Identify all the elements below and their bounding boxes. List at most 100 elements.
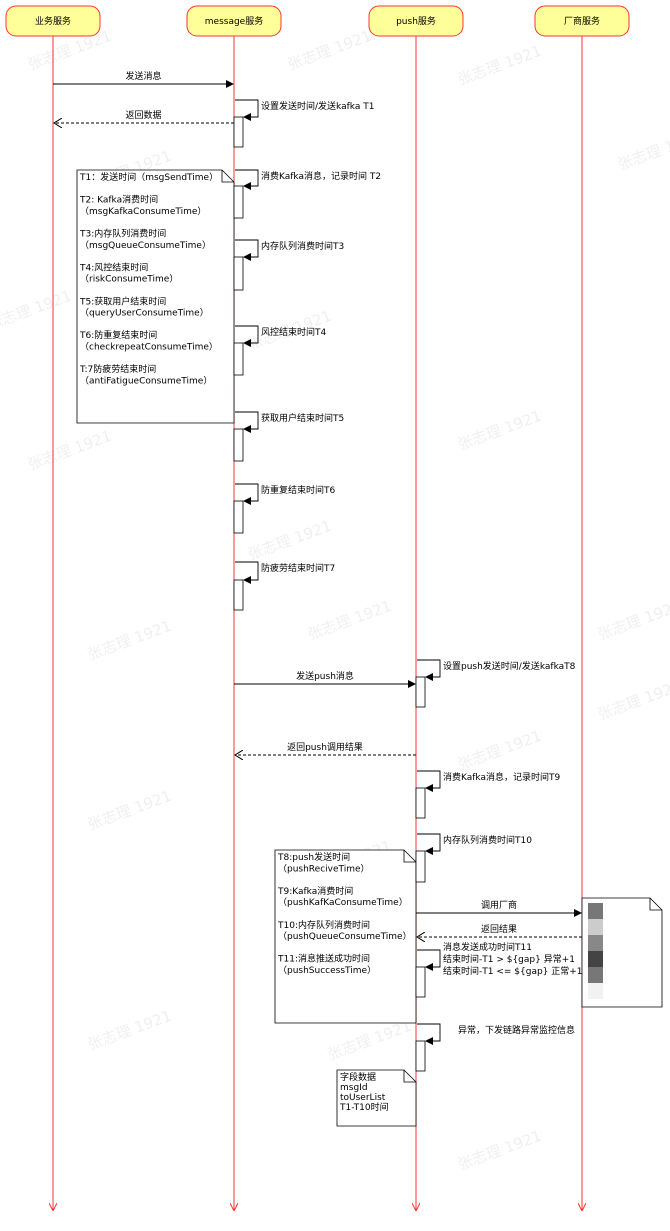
note-line: T3:内存队列消费时间 <box>79 228 166 240</box>
note-message-times <box>76 169 235 424</box>
activation-bar <box>415 787 426 819</box>
participant-label: 厂商服务 <box>564 15 600 27</box>
pixelated-image-block <box>588 983 603 999</box>
note-line: T2: Kafka消费时间 <box>79 194 158 206</box>
note-fold <box>649 898 662 911</box>
watermark-text: 张志理 1921 <box>85 787 174 834</box>
note-line: （pushQueueConsumeTime） <box>278 931 412 942</box>
pixelated-image-block <box>588 967 603 983</box>
watermark-text: 张志理 1921 <box>85 1007 174 1054</box>
participant-box <box>186 5 282 37</box>
note-line: T6:防重复结束时间 <box>79 329 157 341</box>
note-line: （riskConsumeTime） <box>80 274 178 285</box>
activation-bar <box>415 966 426 998</box>
watermark-text: 张志理 1921 <box>595 597 670 644</box>
message-label: 设置发送时间/发送kafka T1 <box>261 100 374 112</box>
note-line: （queryUserConsumeTime） <box>80 308 209 319</box>
pixelated-image-block <box>588 935 603 951</box>
self-message-arrow <box>417 949 441 971</box>
message-label: 消费Kafka消息，记录时间T9 <box>443 771 560 783</box>
message-label: 返回数据 <box>125 109 161 121</box>
self-message-arrow <box>417 833 441 855</box>
activation-bar <box>233 579 244 611</box>
watermark-text: 张志理 1921 <box>85 617 174 664</box>
pixelated-image-block <box>588 951 603 967</box>
message-label: 异常，下发链路异常监控信息 <box>458 1024 575 1036</box>
note-line: T:7防疲劳结束时间 <box>79 363 156 375</box>
message-label: 内存队列消费时间T10 <box>443 834 532 846</box>
note-line: toUserList <box>340 1093 386 1103</box>
self-message-arrow <box>235 483 259 505</box>
activation-bar <box>415 850 426 883</box>
self-message-arrow <box>235 239 259 261</box>
activation-bar <box>233 185 244 219</box>
note-line: T8:push发送时间 <box>277 851 350 863</box>
watermark-text: 张志理 1921 <box>615 127 670 174</box>
watermark-text: 张志理 1921 <box>245 517 334 564</box>
message-label: 获取用户结束时间T5 <box>261 412 344 424</box>
note-line: T1-T10时间 <box>339 1101 389 1113</box>
watermark-text: 张志理 1921 <box>325 1017 414 1064</box>
note-fold <box>403 850 416 863</box>
participant-label: push服务 <box>396 15 436 27</box>
note-line: T10:内存队列消费时间 <box>277 919 370 931</box>
message-label: 结束时间-T1 <= ${gap} 正常+1 <box>443 965 583 977</box>
activation-bar <box>415 1040 426 1072</box>
note-line: （antiFatigueConsumeTime） <box>80 375 212 386</box>
note-fold <box>221 170 234 183</box>
message-label: 发送消息 <box>125 70 161 82</box>
watermark-text: 张志理 1921 <box>305 597 394 644</box>
participant-label: message服务 <box>205 15 263 27</box>
note-line: msgId <box>340 1083 368 1093</box>
self-message-arrow <box>235 411 259 433</box>
activation-bar <box>233 256 244 291</box>
message-label: 风控结束时间T4 <box>261 326 326 338</box>
participant-box <box>368 5 464 37</box>
self-message-arrow <box>417 770 441 792</box>
message-label: 内存队列消费时间T3 <box>261 240 344 252</box>
note-line: T5:获取用户结束时间 <box>79 295 166 307</box>
note-fields <box>336 1069 417 1127</box>
message-label: 返回结果 <box>481 923 517 935</box>
note-line: T4:风控结束时间 <box>79 261 148 273</box>
activation-bar <box>233 500 244 534</box>
participant-label: 业务服务 <box>35 15 71 27</box>
watermark-text: 张志理 1921 <box>455 42 544 89</box>
self-message-arrow <box>235 561 259 584</box>
participant-box <box>5 5 101 37</box>
message-label: 消息发送成功时间T11 <box>443 941 532 953</box>
self-message-arrow <box>417 1023 441 1045</box>
message-label: 调用厂商 <box>481 899 517 911</box>
watermark-text: 张志理 1921 <box>455 407 544 454</box>
watermark-text: 张志理 1921 <box>285 27 374 74</box>
note-line: （msgKafkaConsumeTime） <box>80 206 206 217</box>
pixelated-image-block <box>588 919 603 935</box>
message-label: 返回push调用结果 <box>287 741 363 753</box>
note-push-times <box>274 849 417 1024</box>
self-message-arrow <box>235 169 259 190</box>
message-label: 防重复结束时间T6 <box>261 484 335 496</box>
activation-bar <box>233 428 244 462</box>
self-message-arrow <box>235 99 259 121</box>
message-label: 防疲劳结束时间T7 <box>261 562 335 574</box>
note-fold <box>403 1070 416 1083</box>
activation-bar <box>233 116 244 148</box>
watermark-text: 张志理 1921 <box>455 727 544 774</box>
self-message-arrow <box>235 325 259 347</box>
participant-box <box>534 5 630 37</box>
watermark-text: 张志理 1921 <box>455 1127 544 1174</box>
self-message-arrow <box>417 659 441 681</box>
note-line: T1：发送时间（msgSendTime） <box>79 171 218 183</box>
note-line: （msgQueueConsumeTime） <box>80 240 211 251</box>
note-line: （pushKafKaConsumeTime） <box>278 897 408 908</box>
activation-bar <box>415 676 426 708</box>
note-line: （pushReciveTime） <box>278 863 370 874</box>
watermark-text: 张志理 1921 <box>0 287 74 334</box>
watermark-text: 张志理 1921 <box>595 677 670 724</box>
note-line: （pushSuccessTime） <box>278 965 376 976</box>
message-label: 发送push消息 <box>296 670 354 682</box>
activation-bar <box>233 342 244 376</box>
note-line: T9:Kafka消费时间 <box>277 885 353 897</box>
note-line: 字段数据 <box>340 1071 376 1083</box>
